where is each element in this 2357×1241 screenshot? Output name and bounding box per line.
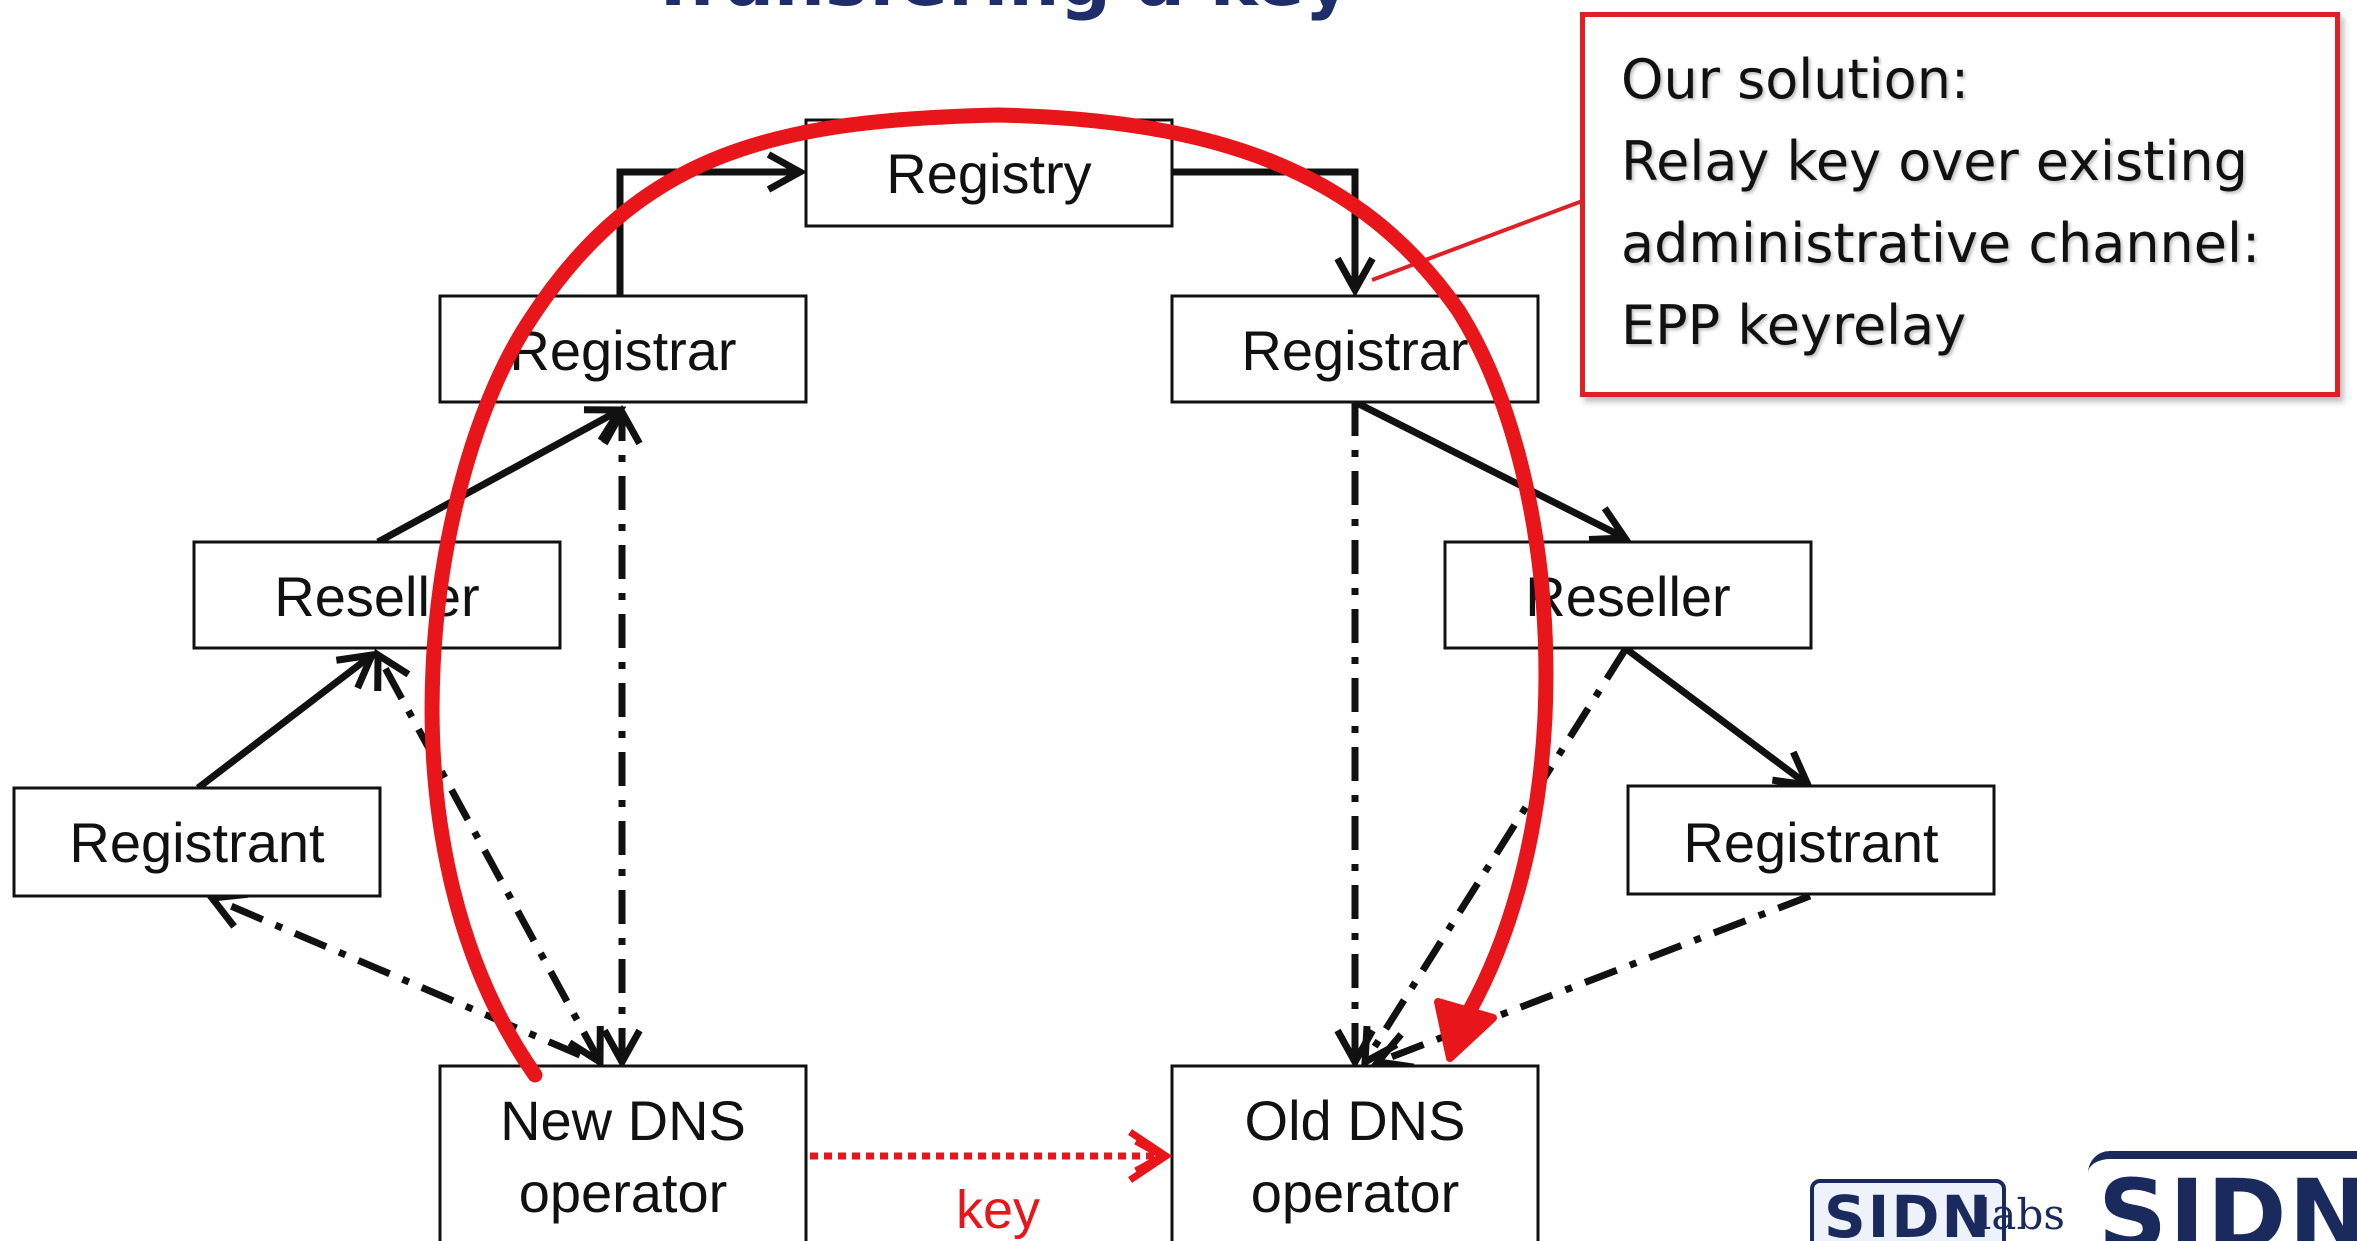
dashdot-relationships	[212, 402, 1812, 1062]
registrant-right-label: Registrant	[1683, 811, 1939, 874]
edge-registrant-right-olddns	[1378, 892, 1812, 1062]
callout-pointer	[1371, 198, 1586, 282]
edge-reseller-right-to-registrant-right	[1622, 645, 1808, 785]
sidn-logo: SIDN	[2088, 1151, 2357, 1241]
callout-line-2: Relay key over existing	[1621, 130, 2248, 193]
reseller-right-box	[1443, 540, 1813, 650]
sidn-labs-logo-labs-text: labs	[1978, 1190, 2065, 1239]
reseller-right-label: Reseller	[1525, 565, 1730, 628]
edge-registrar-left-to-registry	[616, 172, 800, 295]
callout-line-3: administrative channel:	[1621, 212, 2261, 275]
registrar-right-label: Registrar	[1241, 319, 1468, 382]
slide-title: Transfering a key	[0, 0, 2000, 22]
edge-reseller-left-to-registrar-left	[376, 410, 620, 546]
registrar-left-label: Registrar	[509, 319, 736, 382]
new-dns-operator-label-line1: New DNS	[500, 1089, 746, 1152]
edge-reseller-right-olddns	[1365, 648, 1628, 1062]
old-dns-operator-label-line2: operator	[1251, 1161, 1460, 1224]
node-boxes	[12, 118, 1996, 1241]
registrant-right-box	[1626, 784, 1996, 896]
relay-arc	[424, 107, 1554, 1083]
solid-relationships	[195, 168, 1808, 791]
reseller-left-box	[192, 540, 562, 650]
old-dns-operator-label-line1: Old DNS	[1245, 1089, 1466, 1152]
new-dns-operator-box	[438, 1064, 808, 1241]
registrant-left-box	[12, 786, 382, 898]
edge-registry-to-registrar-right	[1172, 168, 1355, 290]
registrant-left-label: Registrant	[69, 811, 325, 874]
old-dns-operator-box	[1170, 1064, 1540, 1241]
solution-callout: Our solution: Relay key over existing ad…	[1580, 12, 2340, 397]
new-dns-operator-label-line2: operator	[519, 1161, 728, 1224]
callout-line-1: Our solution:	[1621, 48, 1970, 111]
key-transfer-arrowhead	[1128, 1129, 1173, 1183]
edge-newdns-reseller-left	[378, 655, 600, 1062]
relay-arc-arrowhead	[1434, 998, 1497, 1062]
registry-label: Registry	[886, 142, 1091, 205]
key-label: key	[956, 1180, 1040, 1240]
edge-registrant-left-to-reseller-left	[195, 655, 372, 791]
sidn-labs-logo: SIDN	[1810, 1179, 2007, 1241]
callout-line-4: EPP keyrelay	[1621, 294, 1967, 357]
edge-registrar-right-to-reseller-right	[1353, 398, 1625, 538]
